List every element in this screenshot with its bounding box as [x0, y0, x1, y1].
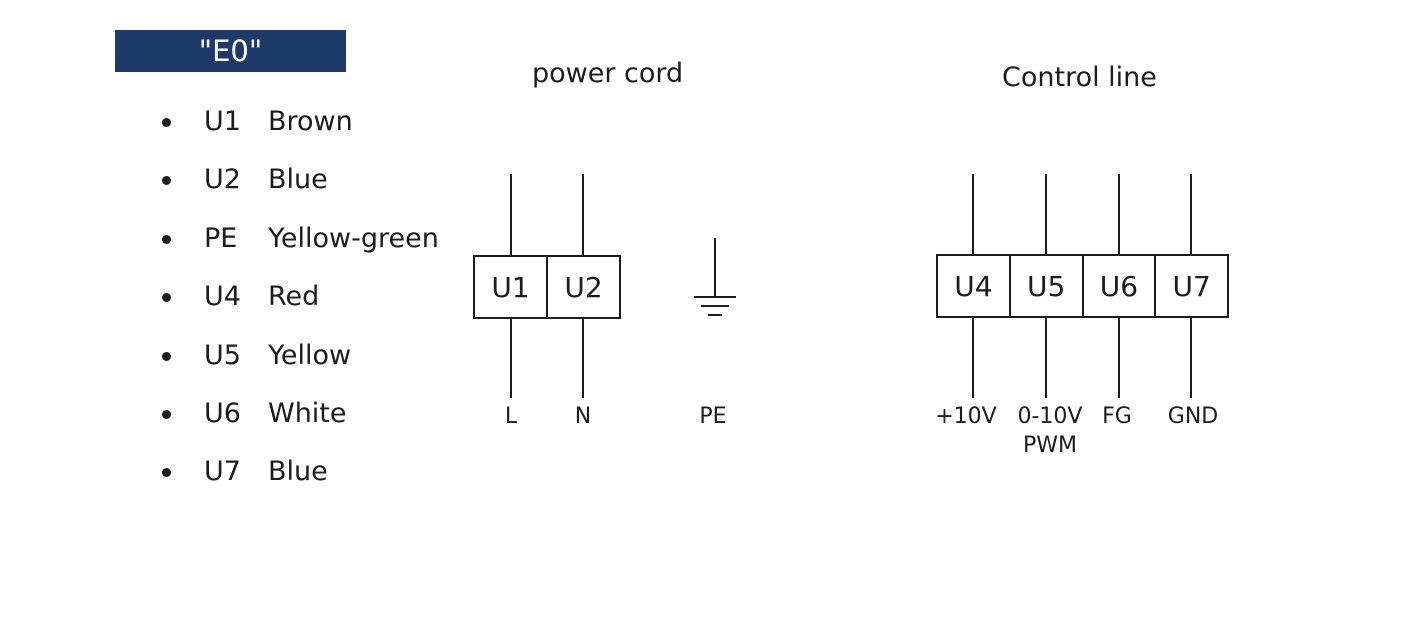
terminal-u5: U5 — [1008, 256, 1082, 316]
wire-line — [1045, 317, 1047, 398]
legend-code: U6 — [204, 397, 241, 429]
legend-code: U2 — [204, 164, 241, 196]
wire-line — [1118, 174, 1120, 256]
wire-line — [510, 174, 512, 256]
pin-label-l: L — [504, 404, 518, 429]
terminal-u2: U2 — [546, 257, 619, 317]
ground-icon — [694, 238, 736, 316]
bullet-icon — [162, 176, 171, 186]
pin-label-n: N — [574, 404, 592, 429]
wire-line — [510, 318, 512, 398]
legend-color: Blue — [268, 164, 328, 196]
bullet-icon — [162, 118, 171, 127]
wire-line — [582, 318, 584, 398]
terminal-u7: U7 — [1154, 256, 1227, 316]
legend-color: Yellow-green — [268, 222, 439, 254]
terminal-u1: U1 — [491, 270, 530, 304]
wire-line — [972, 174, 974, 256]
wire-line — [1190, 174, 1192, 256]
pin-label-pwm: PWM — [1022, 433, 1077, 458]
legend-code: U7 — [204, 456, 241, 488]
legend-color: Blue — [268, 456, 328, 488]
legend-color: Yellow — [268, 339, 352, 371]
power-terminal-block: U1 U2 — [473, 255, 621, 319]
legend-color: White — [268, 397, 347, 429]
terminal-u4: U4 — [954, 269, 993, 303]
model-badge: "E0" — [115, 30, 346, 72]
pin-label-pe: PE — [699, 404, 727, 429]
pin-label-gnd: GND — [1167, 404, 1219, 429]
legend-code: U1 — [204, 106, 241, 137]
pin-label-0-10v: 0-10V — [1017, 404, 1083, 429]
control-line-title: Control line — [1002, 62, 1157, 93]
wire-line — [1045, 174, 1047, 256]
legend-code: U5 — [204, 339, 241, 371]
wire-line — [582, 174, 584, 256]
bullet-icon — [162, 409, 171, 419]
legend-code: PE — [204, 222, 238, 254]
pin-label-10v: +10V — [935, 404, 997, 429]
control-terminal-block: U4 U5 U6 U7 — [936, 254, 1229, 318]
legend-color: Red — [268, 281, 320, 313]
legend-color: Brown — [268, 106, 353, 137]
legend-code: U4 — [204, 281, 241, 313]
bullet-icon — [162, 234, 171, 244]
bullet-icon — [162, 351, 171, 361]
bullet-icon — [162, 468, 171, 478]
wire-line — [1190, 317, 1192, 398]
wire-line — [972, 317, 974, 398]
terminal-u6: U6 — [1081, 256, 1155, 316]
pin-label-fg: FG — [1102, 404, 1132, 429]
wire-line — [1118, 317, 1120, 398]
power-cord-title: power cord — [532, 58, 684, 89]
bullet-icon — [162, 293, 171, 303]
